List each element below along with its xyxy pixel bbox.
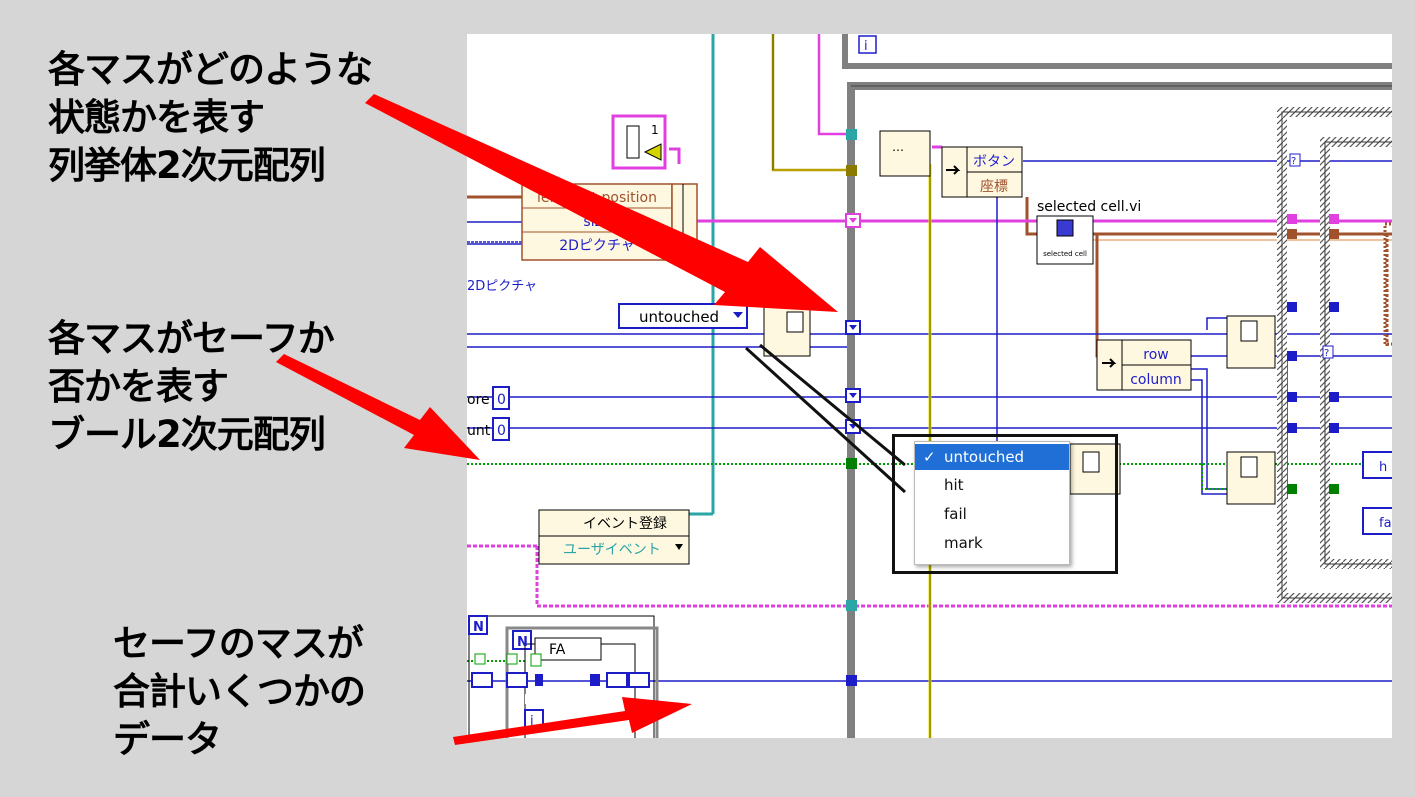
right-terminal-h: h — [1379, 460, 1387, 475]
unknown-terminal-mid: ? — [1324, 348, 1329, 359]
dropdown-option-hit[interactable]: hit — [915, 472, 1069, 498]
row-column-node — [1096, 339, 1192, 391]
row-field: row — [1143, 347, 1168, 363]
picture-label: 2Dピクチャ — [467, 279, 537, 294]
column-field: column — [1130, 372, 1182, 388]
count-value: 0 — [497, 423, 506, 439]
annotation-safe-count: セーフのマスが 合計いくつかの データ — [113, 622, 366, 761]
outer-case-frame-top — [842, 34, 1392, 69]
subvi-name-label: selected cell.vi — [1037, 199, 1141, 215]
dropdown-option-label: fail — [944, 505, 967, 523]
annotation-bool-array: 各マスがセーフか 否かを表す ブール2次元配列 — [48, 317, 335, 456]
subvi-const-one: 1 — [651, 123, 659, 137]
event-register-label: イベント登録 — [583, 516, 667, 532]
check-icon: ✓ — [923, 448, 936, 466]
array-subset-node — [763, 303, 811, 357]
unbundle-coord-field: 座標 — [980, 179, 1008, 195]
annotation-enum-array: 各マスがどのような 状態かを表す 列挙体2次元配列 — [48, 48, 373, 187]
case-selector-label[interactable]: FA — [549, 642, 566, 658]
score-label: ore — [467, 392, 490, 408]
event-register-node — [538, 509, 690, 565]
numeric-constants — [492, 386, 510, 441]
right-terminal-fa: fa — [1379, 516, 1392, 531]
unbundle-button-field: ボタン — [973, 154, 1015, 170]
enum-constant-text[interactable]: untouched — [639, 308, 719, 326]
dropdown-option-label: hit — [944, 476, 964, 494]
cluster-field-3: 2Dピクチャ — [559, 238, 635, 254]
refnum-wire-teal — [687, 34, 715, 516]
enum-dropdown-menu[interactable]: ✓ untouched hit fail mark — [914, 441, 1070, 565]
dropdown-option-untouched[interactable]: ✓ untouched — [915, 444, 1069, 470]
subvi-icon-text: selected cell — [1043, 250, 1087, 258]
unknown-terminal-top: ? — [1291, 156, 1296, 167]
dropdown-option-fail[interactable]: fail — [915, 501, 1069, 527]
dropdown-option-label: mark — [944, 534, 983, 552]
loop-index-top: i — [864, 39, 868, 54]
main-loop-frame — [847, 82, 1392, 738]
block-diagram-canvas[interactable]: left right position size 2Dピクチャ 2Dピクチャ u… — [467, 34, 1392, 738]
dropdown-option-mark[interactable]: mark — [915, 530, 1069, 556]
user-event-label: ユーザイベント — [563, 542, 661, 558]
dropdown-option-label: untouched — [944, 448, 1025, 466]
right-edge-nodes — [1289, 153, 1392, 535]
unbundle-mouse-node — [879, 130, 1023, 198]
dropdown-highlight-frame — [892, 434, 1118, 574]
for-loop-count-inner: N — [517, 635, 528, 650]
cluster-field-2: size — [583, 214, 610, 230]
selected-cell-subvi[interactable] — [1036, 215, 1094, 265]
count-label: unt — [467, 423, 491, 439]
for-loop-bottom — [468, 615, 659, 738]
loop-index-bottom: i — [530, 714, 534, 729]
cluster-field-1: left right position — [537, 190, 657, 206]
wires-top — [771, 34, 851, 172]
score-value: 0 — [497, 392, 506, 408]
wait-node-dots: … — [892, 140, 904, 154]
for-loop-count-outer: N — [473, 620, 484, 635]
replace-array-nodes — [1069, 315, 1276, 505]
